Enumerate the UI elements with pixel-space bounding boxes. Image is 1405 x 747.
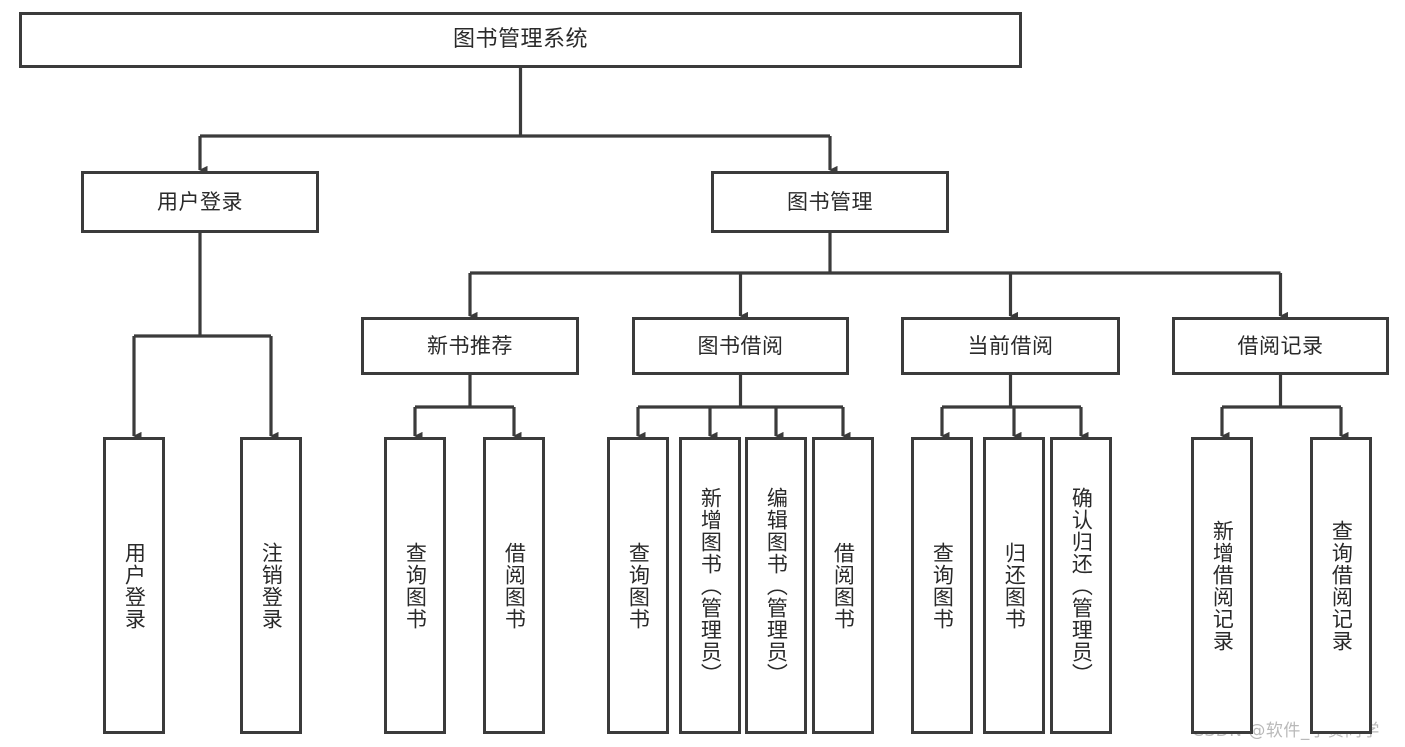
node-label: 注销登录 [259, 541, 284, 630]
node-label: 新书推荐 [427, 333, 513, 358]
node-label: 图书管理 [787, 189, 873, 214]
node-d2: 归还图书 [983, 437, 1045, 734]
node-label: 新增借阅记录 [1210, 519, 1235, 652]
node-label: 查询图书 [626, 541, 651, 630]
node-root: 图书管理系统 [19, 12, 1022, 68]
node-label: 确认归还（管理员） [1069, 486, 1094, 685]
node-l2c: 当前借阅 [901, 317, 1120, 375]
node-label: 归还图书 [1002, 541, 1027, 630]
node-label: 查询借阅记录 [1329, 519, 1354, 652]
node-label: 借阅图书 [831, 541, 856, 630]
node-c4: 借阅图书 [812, 437, 874, 734]
node-l2a: 新书推荐 [361, 317, 579, 375]
node-c3: 编辑图书（管理员） [745, 437, 807, 734]
node-b1: 查询图书 [384, 437, 446, 734]
node-l2b: 图书借阅 [632, 317, 849, 375]
node-l1a: 用户登录 [81, 171, 319, 233]
node-a2: 注销登录 [240, 437, 302, 734]
node-d1: 查询图书 [911, 437, 973, 734]
node-label: 借阅记录 [1237, 333, 1324, 358]
node-label: 查询图书 [403, 541, 428, 630]
node-e2: 查询借阅记录 [1310, 437, 1372, 734]
node-c1: 查询图书 [607, 437, 669, 734]
node-label: 编辑图书（管理员） [764, 486, 789, 685]
node-label: 图书借阅 [697, 333, 784, 358]
node-a1: 用户登录 [103, 437, 165, 734]
node-label: 用户登录 [157, 189, 243, 214]
node-d3: 确认归还（管理员） [1050, 437, 1112, 734]
node-label: 借阅图书 [502, 541, 527, 630]
node-label: 查询图书 [930, 541, 955, 630]
node-b2: 借阅图书 [483, 437, 545, 734]
node-c2: 新增图书（管理员） [679, 437, 741, 734]
node-l2d: 借阅记录 [1172, 317, 1389, 375]
node-e1: 新增借阅记录 [1191, 437, 1253, 734]
node-label: 当前借阅 [967, 333, 1054, 358]
node-label: 图书管理系统 [452, 27, 588, 53]
node-label: 用户登录 [122, 541, 147, 630]
node-label: 新增图书（管理员） [698, 486, 723, 685]
node-l1b: 图书管理 [711, 171, 949, 233]
